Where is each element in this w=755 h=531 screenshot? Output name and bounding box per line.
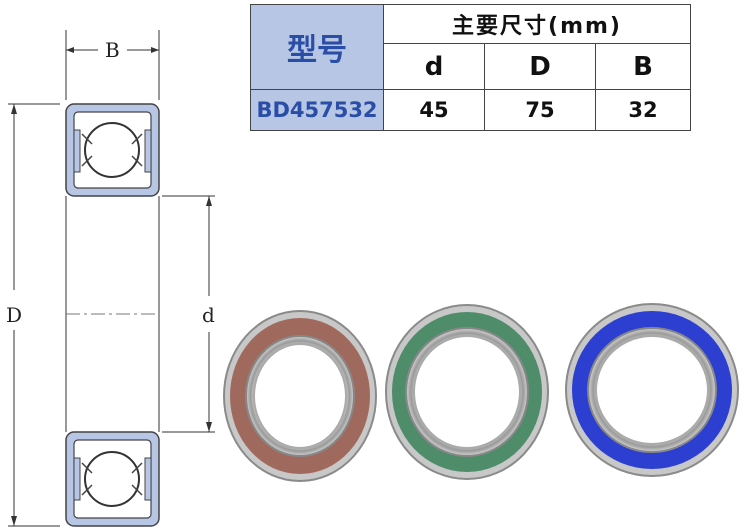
bearing-spec-table: 型号 主要尺寸(mm) d D B BD457532 45 75 32 — [250, 3, 691, 131]
column-header-B: B — [595, 43, 691, 90]
bearing-cross-section-drawing: B D d — [6, 30, 215, 527]
bearing-green-seal — [385, 304, 549, 480]
dimension-label-B: B — [105, 38, 120, 62]
bottom-bearing-section — [65, 431, 160, 527]
dimension-label-d: d — [202, 303, 215, 327]
value-d: 45 — [383, 89, 485, 131]
value-D: 75 — [484, 89, 596, 131]
dimensions-header: 主要尺寸(mm) — [383, 3, 691, 45]
bearing-photo — [223, 303, 739, 482]
column-header-D: D — [484, 43, 596, 90]
bearing-brown-seal — [223, 310, 377, 482]
column-header-d: d — [383, 43, 485, 90]
top-bearing-section — [65, 103, 160, 197]
bearing-blue-seal — [565, 303, 739, 477]
dimension-label-D: D — [6, 303, 22, 327]
model-number: BD457532 — [250, 89, 384, 131]
value-B: 32 — [595, 89, 691, 131]
model-header: 型号 — [250, 4, 384, 90]
